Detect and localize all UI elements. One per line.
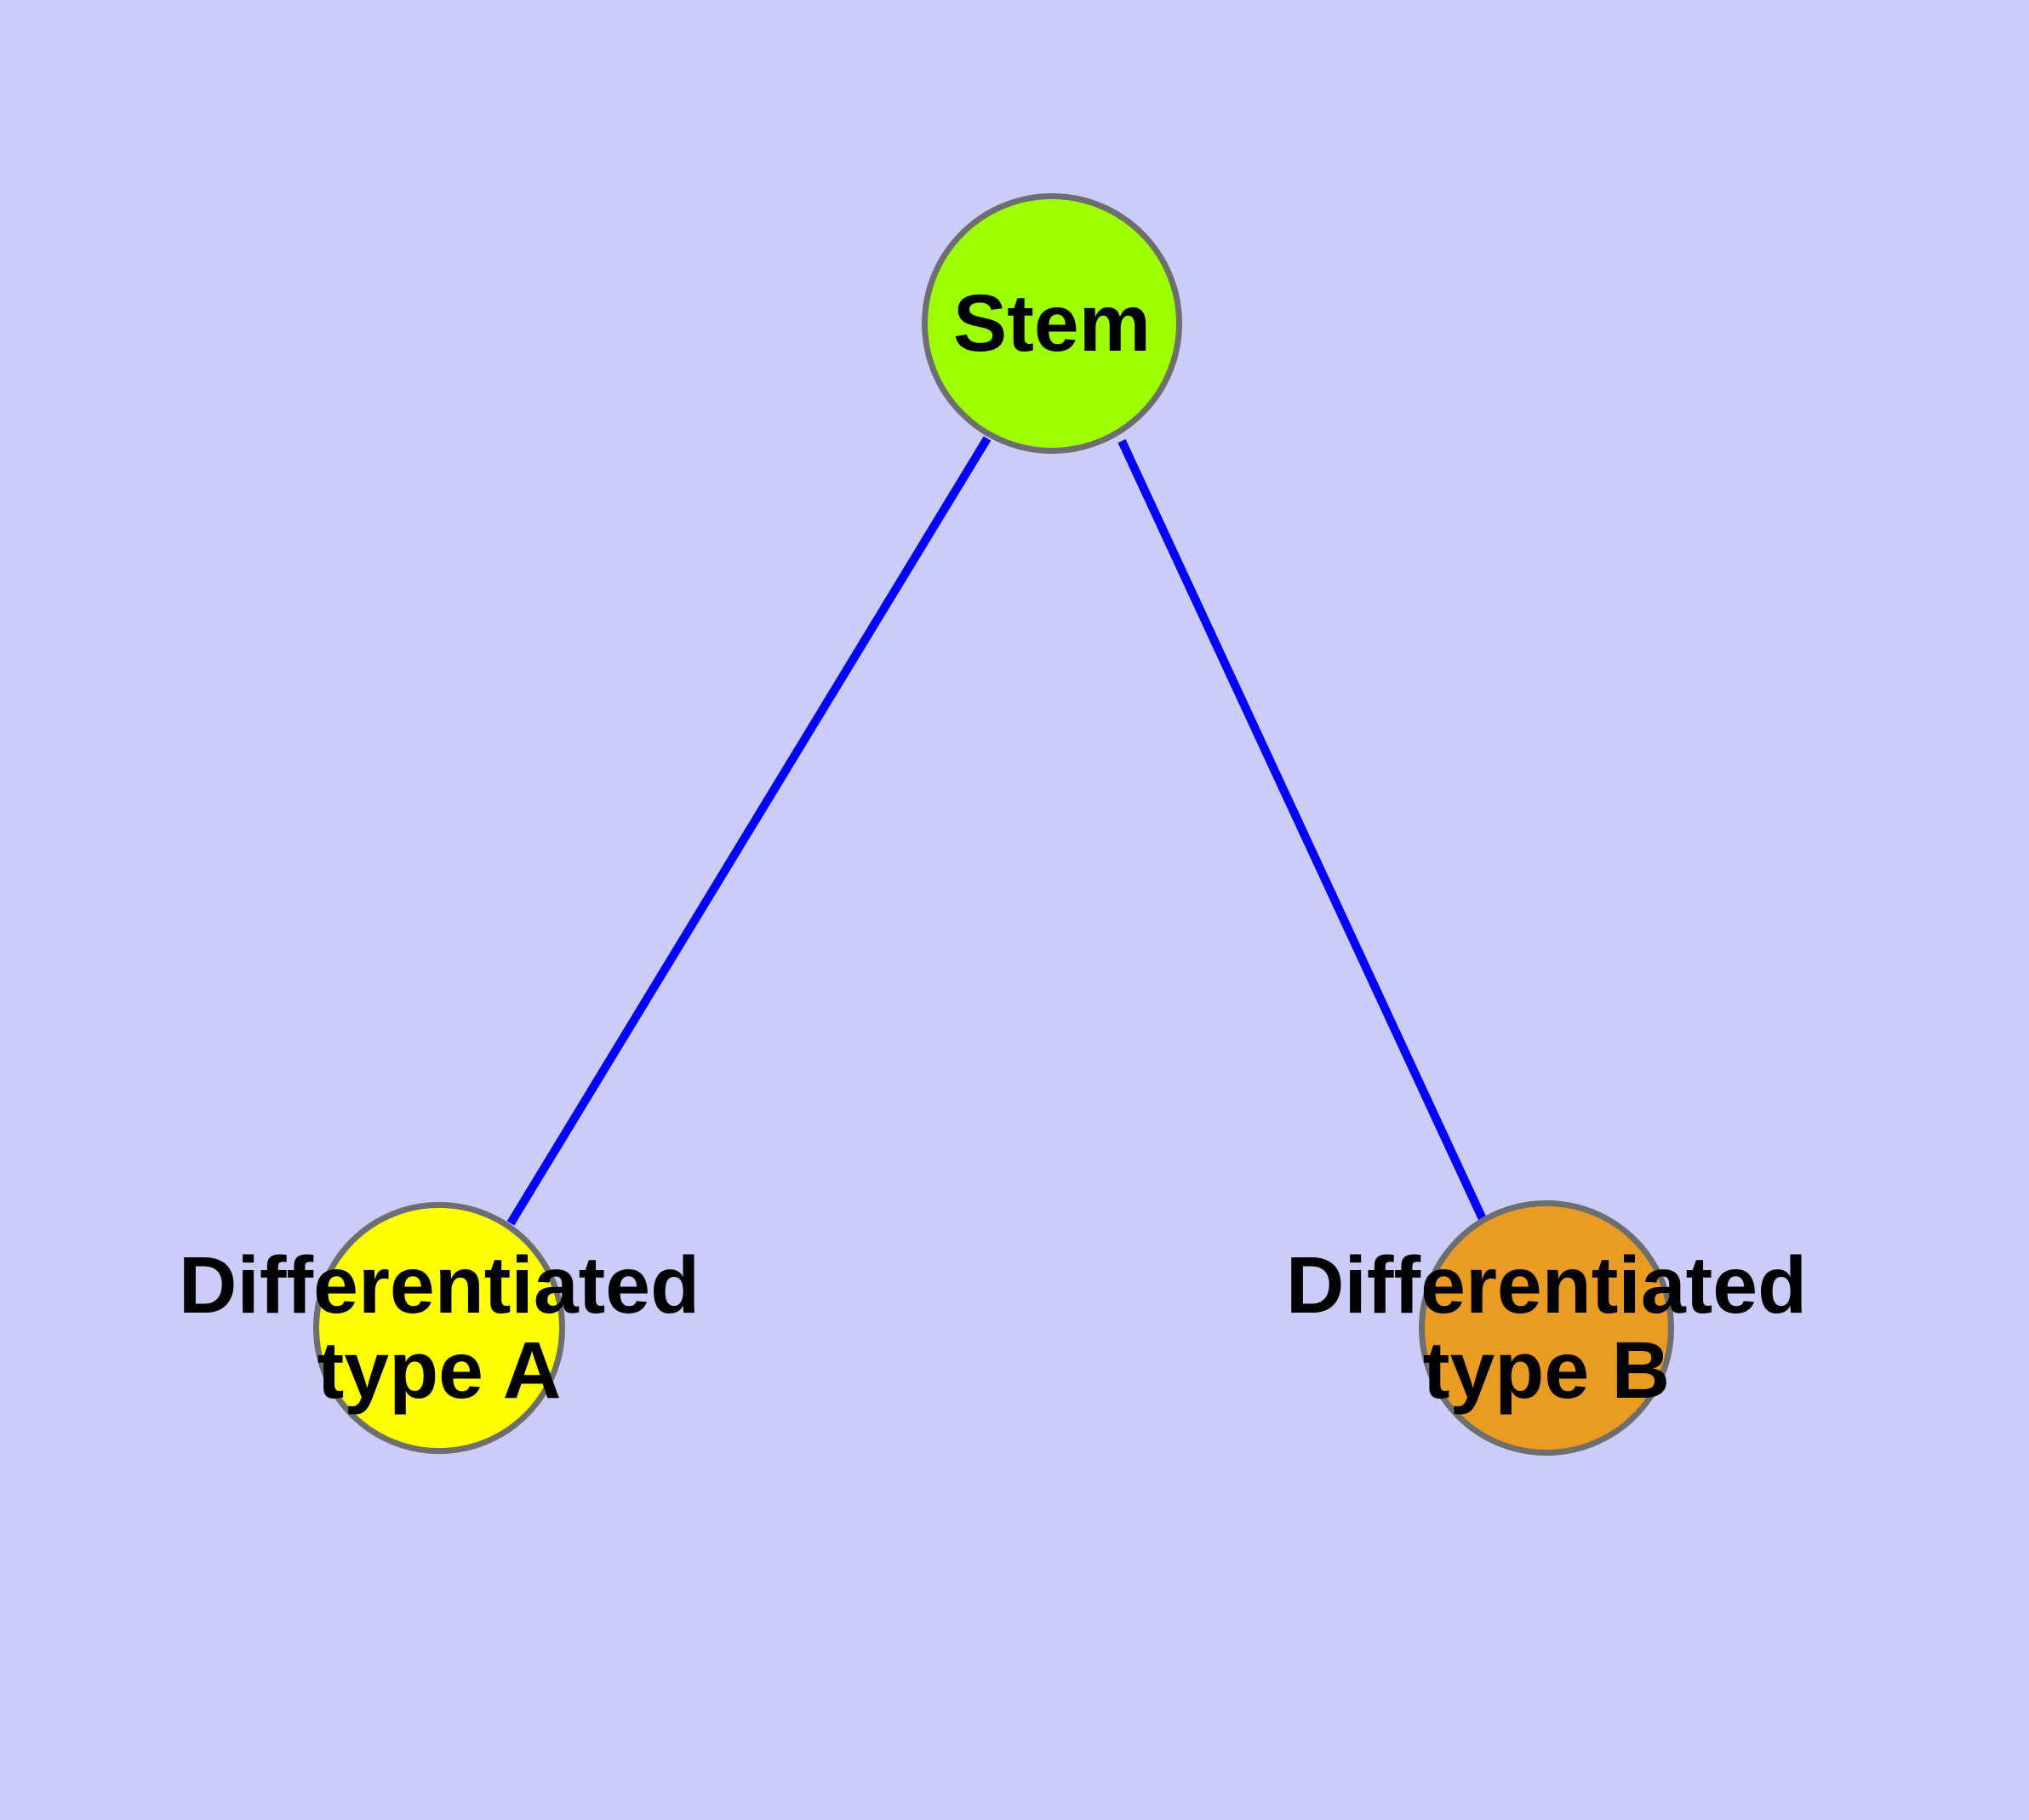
edge-stem-to-a[interactable] xyxy=(506,436,992,1226)
node-stem[interactable] xyxy=(922,193,1182,454)
edges-group xyxy=(506,436,1487,1226)
node-diff_b[interactable] xyxy=(1419,1200,1674,1456)
edge-stem-to-b[interactable] xyxy=(1117,438,1487,1222)
node-diff_a[interactable] xyxy=(313,1202,565,1454)
